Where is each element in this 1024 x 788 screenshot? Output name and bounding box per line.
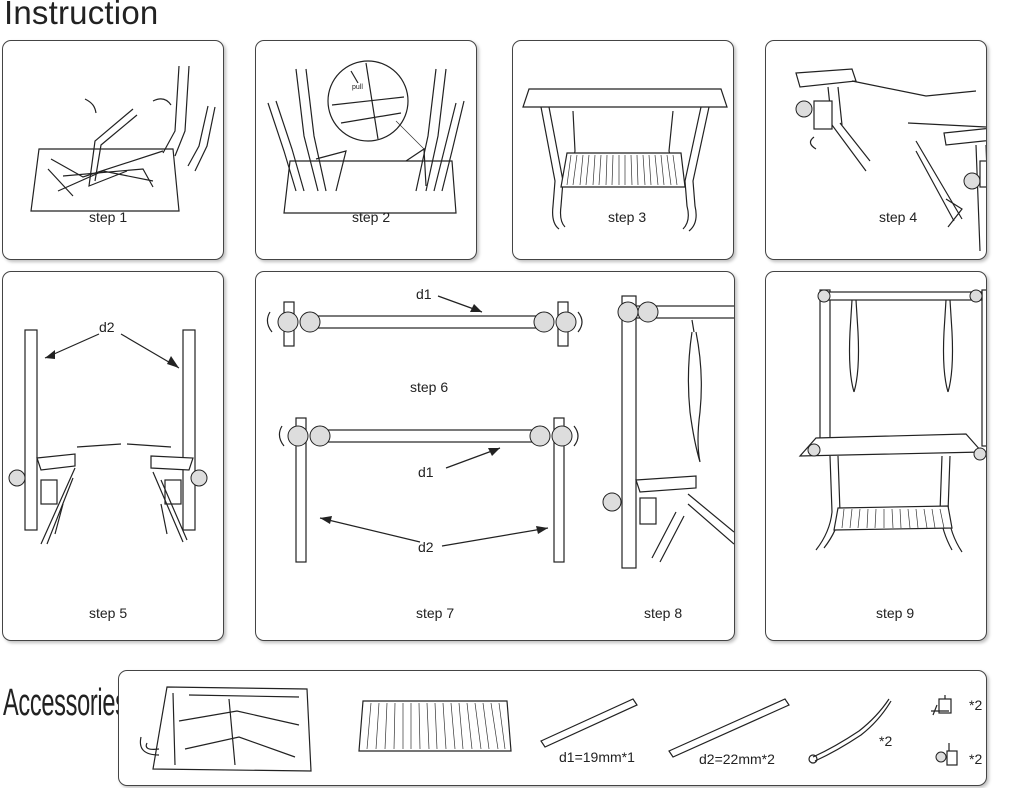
step-1-label: step 1 <box>89 209 128 225</box>
step-3-panel: step 3 <box>512 40 734 260</box>
rod-d2-icon <box>668 698 790 758</box>
accessories-title: Accessories <box>3 682 127 724</box>
step-4-label: step 4 <box>879 209 918 225</box>
step-4-panel: step 4 <box>765 40 987 260</box>
rod-d1-label: d1=19mm*1 <box>559 749 635 765</box>
accessories-illustration <box>139 686 958 772</box>
step-5-label: step 5 <box>89 605 128 621</box>
steps-6-7-8-illustration <box>266 295 734 569</box>
step-4-illustration <box>795 68 986 252</box>
d2-label-step5: d2 <box>99 319 115 335</box>
connector-icon <box>935 743 958 766</box>
leash-qty: *2 <box>879 733 893 749</box>
step-9-label: step 9 <box>876 605 915 621</box>
step-2-label: step 2 <box>352 209 391 225</box>
folded-table-icon <box>139 686 312 772</box>
pull-label: pull <box>352 84 363 91</box>
step-6-label: step 6 <box>410 379 449 395</box>
page-title: Instruction <box>4 0 159 31</box>
step-9-panel: step 9 <box>765 271 987 641</box>
wire-basket-step9 <box>841 508 945 529</box>
accessories-panel: d1=19mm*1 d2=22mm*2 *2 *2 *2 <box>118 670 987 786</box>
steps-6-7-8-panel: d1 step 6 d1 d2 step 7 step 8 <box>255 271 735 641</box>
step-1-illustration <box>30 65 216 212</box>
step-1-panel: step 1 <box>2 40 224 260</box>
step-9-illustration <box>798 289 986 553</box>
step-2-illustration <box>267 60 465 214</box>
connector-qty: *2 <box>969 751 983 767</box>
step-3-label: step 3 <box>608 209 647 225</box>
rod-d2-label: d2=22mm*2 <box>699 751 775 767</box>
clamp-icon <box>931 695 952 716</box>
rod-d1-icon <box>540 698 638 748</box>
d1-label-step6: d1 <box>416 286 432 302</box>
step-3-illustration <box>522 88 728 232</box>
d1-label-step7: d1 <box>418 464 434 480</box>
step-7-label: step 7 <box>416 605 455 621</box>
d2-label-step7: d2 <box>418 539 434 555</box>
clamp-qty: *2 <box>969 697 983 713</box>
step-2-panel: pull step 2 <box>255 40 477 260</box>
wire-basket-icon <box>358 700 512 752</box>
wire-basket <box>566 154 678 186</box>
leash-icon <box>808 698 892 764</box>
step-8-label: step 8 <box>644 605 683 621</box>
step-5-panel: d2 step 5 <box>2 271 224 641</box>
step-5-illustration <box>8 329 208 545</box>
